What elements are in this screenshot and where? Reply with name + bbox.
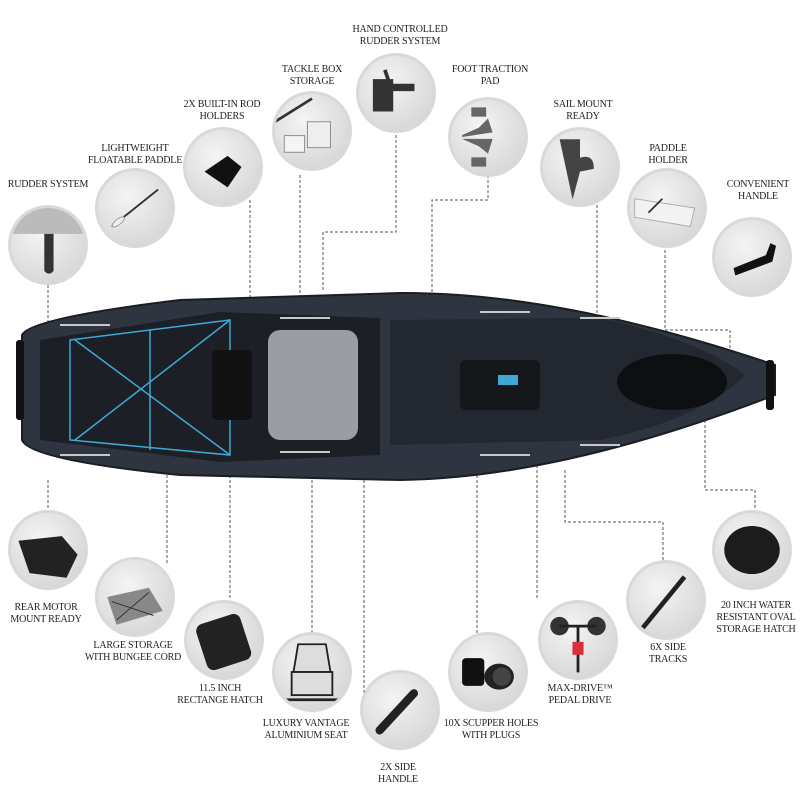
bungee-cord xyxy=(69,319,231,456)
sail-mount-icon xyxy=(540,127,620,207)
label-hand-rudder: HAND CONTROLLED RUDDER SYSTEM xyxy=(352,24,448,47)
label-paddle-holder: PADDLE HOLDER xyxy=(648,143,688,166)
bungee-storage-icon xyxy=(95,557,175,637)
paddle-holder-icon xyxy=(627,168,707,248)
rod-holder-icon xyxy=(183,127,263,207)
rect-hatch-mark xyxy=(212,350,252,420)
scupper-plug-icon xyxy=(448,632,528,712)
bow-handle-mark xyxy=(766,360,774,410)
rect-hatch-icon xyxy=(184,600,264,680)
label-rear-motor: REAR MOTOR MOUNT READY xyxy=(10,602,82,625)
label-pedal-drive: MAX-DRIVE™ PEDAL DRIVE xyxy=(547,683,613,706)
oval-hatch-icon xyxy=(712,510,792,590)
pedal-drive-icon xyxy=(538,600,618,680)
side-handle-icon xyxy=(360,670,440,750)
connector-side-tracks xyxy=(564,470,664,560)
carry-handle-icon xyxy=(712,217,792,297)
label-tackle-box: TACKLE BOX STORAGE xyxy=(281,64,343,87)
label-rudder-system: RUDDER SYSTEM xyxy=(7,179,89,190)
label-paddle: LIGHTWEIGHT FLOATABLE PADDLE xyxy=(87,143,183,166)
label-foot-traction: FOOT TRACTION PAD xyxy=(451,64,529,87)
label-handle: CONVENIENT HANDLE xyxy=(726,179,790,202)
paddle-icon xyxy=(95,168,175,248)
label-seat: LUXURY VANTAGE ALUMINIUM SEAT xyxy=(262,718,350,741)
label-side-handle: 2X SIDE HANDLE xyxy=(378,762,418,785)
connector-hand-rudder xyxy=(322,130,397,290)
label-rect-hatch: 11.5 INCH RECTANGE HATCH xyxy=(177,683,263,706)
label-side-tracks: 6X SIDE TRACKS xyxy=(648,642,688,665)
seat-icon xyxy=(272,632,352,712)
rudder-handle-icon xyxy=(356,53,436,133)
side-track-icon xyxy=(626,560,706,640)
stern-handle-mark xyxy=(16,340,24,420)
tackle-box-icon xyxy=(272,91,352,171)
connector-oval-hatch xyxy=(704,420,756,510)
seat-mark xyxy=(268,330,358,440)
connector-foot-traction xyxy=(431,175,489,360)
oval-hatch-mark xyxy=(617,354,727,410)
label-scupper: 10X SCUPPER HOLES WITH PLUGS xyxy=(443,718,539,741)
label-rod-holders: 2X BUILT-IN ROD HOLDERS xyxy=(183,99,261,122)
label-large-storage: LARGE STORAGE WITH BUNGEE CORD xyxy=(84,640,182,663)
side-track-marks xyxy=(60,311,620,456)
traction-pad-icon xyxy=(448,97,528,177)
motor-mount-icon xyxy=(8,510,88,590)
kayak-hull xyxy=(16,291,776,482)
label-sail-mount: SAIL MOUNT READY xyxy=(553,99,613,122)
rudder-icon xyxy=(8,205,88,285)
label-oval-hatch: 20 INCH WATER RESISTANT OVAL STORAGE HAT… xyxy=(716,600,796,635)
